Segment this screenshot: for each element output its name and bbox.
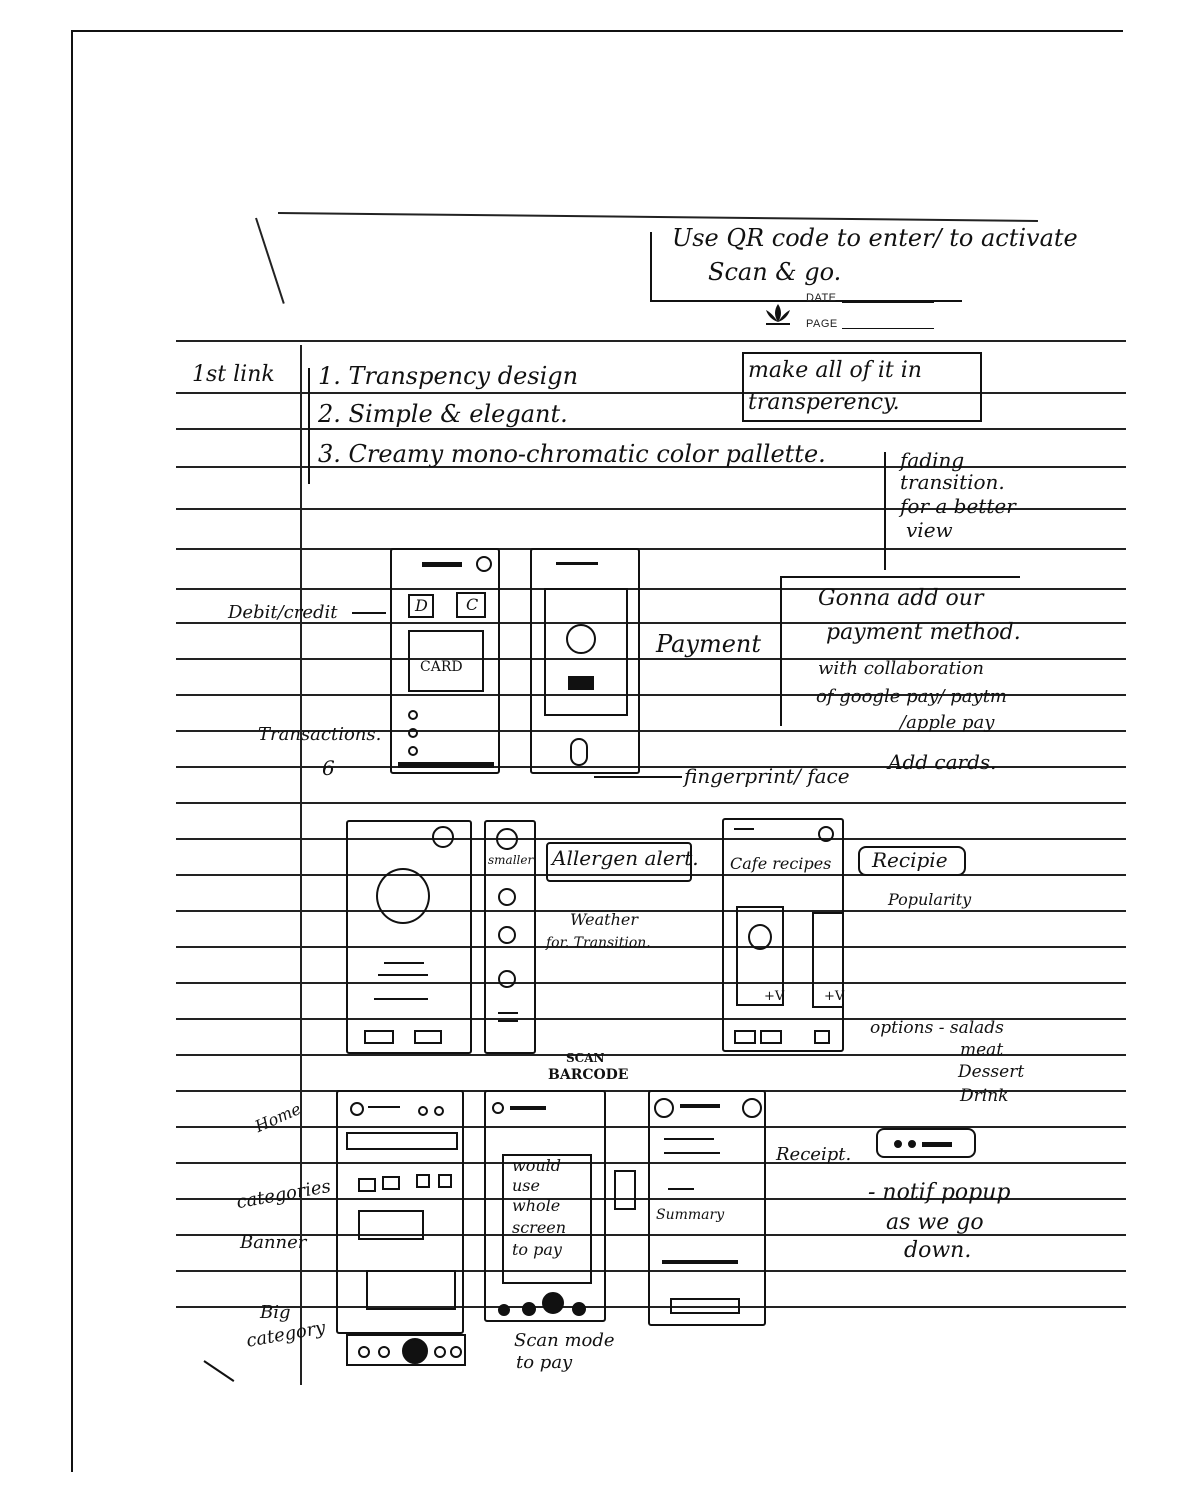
side-note-line2: transperency. (748, 390, 900, 415)
options-label-4: Drink (960, 1086, 1009, 1106)
receipt-phone-sketch (648, 1090, 766, 1326)
header-note-line2: Scan & go. (708, 258, 842, 286)
margin-line (300, 345, 302, 1385)
payment-note-2: payment method. (826, 620, 1021, 645)
card-icon-d: D (415, 596, 428, 615)
top-left-slant (255, 217, 285, 304)
allergen-box (546, 842, 692, 882)
options-label-1: options - salads (870, 1018, 1004, 1038)
side-note-box (742, 352, 982, 422)
fading-note-2: transition. (900, 470, 1005, 494)
number-6: 6 (322, 756, 335, 780)
payment-note-bracket (780, 576, 1020, 578)
payment-note-bracket-v (780, 576, 782, 726)
big-category-label-1: Big (260, 1302, 291, 1323)
page-label: PAGE (806, 318, 838, 330)
allergen-strip-sketch (484, 820, 536, 1054)
scan-mode-label-2: to pay (516, 1352, 573, 1373)
options-label-3: Dessert (958, 1062, 1025, 1082)
popularity-label: Popularity (888, 890, 972, 909)
notif-label-1: - notif popup (868, 1180, 1011, 1205)
notif-popup-sketch (876, 1128, 976, 1158)
recipe-label: Recipie (872, 848, 948, 872)
weather-label-1: Weather (570, 910, 638, 929)
receipt-label: Receipt. (776, 1144, 852, 1165)
first-link-item-2: 2. Simple & elegant. (318, 400, 568, 428)
barcode-icon-sketch (614, 1170, 636, 1210)
fingerprint-label: fingerprint/ face (684, 764, 850, 788)
page-line (842, 328, 934, 329)
payment-note-5: /apple pay (900, 712, 995, 733)
scan-barcode-label-2: BARCODE (548, 1067, 629, 1083)
scan-mode-label-1: Scan mode (514, 1330, 615, 1351)
weather-label-2: for. Transition. (546, 935, 651, 951)
fading-note-3: for a better (900, 494, 1016, 518)
home-label: Home (252, 1099, 304, 1137)
payment-note-1: Gonna add our (818, 586, 984, 611)
smaller-label: smaller (488, 853, 534, 867)
scan-barcode-label-1: SCAN (566, 1051, 605, 1065)
notif-label-3: down. (904, 1238, 972, 1263)
transactions-label: Transactions. (258, 724, 382, 745)
recipe-box (858, 846, 966, 876)
first-link-bracket (308, 368, 310, 484)
cafe-phone-sketch: +V +V (722, 818, 844, 1052)
debit-credit-label: Debit/credit (228, 602, 338, 623)
header-note-line1: Use QR code to enter/ to activate (672, 224, 1078, 252)
card-text: CARD (420, 659, 463, 675)
lotus-logo (760, 302, 796, 332)
card-icon-c: C (466, 595, 479, 614)
fingerprint-arrow (594, 776, 682, 778)
item-detail-phone-sketch (346, 820, 472, 1054)
allergen-alert: Allergen alert. (552, 846, 699, 870)
top-slant-line (277, 212, 1038, 222)
big-category-label-2: category (244, 1317, 327, 1352)
corner-mark (203, 1360, 235, 1382)
wallet-phone-sketch: D C CARD (390, 548, 500, 774)
payment-label: Payment (656, 630, 761, 658)
page-top-edge (71, 30, 1123, 32)
plus-v-2: +V (824, 989, 845, 1004)
summary-label: Summary (656, 1207, 725, 1223)
fading-bracket (884, 452, 886, 570)
would-use-2: use (512, 1176, 540, 1195)
fading-note-1: fading (900, 448, 965, 472)
header-note-box (650, 232, 962, 302)
first-link-label: 1st link (192, 362, 275, 387)
cafe-recipes-label: Cafe recipes (730, 854, 832, 873)
auth-phone-sketch (530, 548, 640, 774)
would-use-3: whole (512, 1196, 561, 1215)
payment-note-3: with collaboration (818, 658, 984, 679)
home-nav-bar-sketch (346, 1334, 466, 1366)
plus-v-1: +V (764, 989, 785, 1004)
first-link-item-3: 3. Creamy mono-chromatic color pallette. (318, 440, 826, 468)
would-use-5: to pay (512, 1240, 562, 1259)
payment-note-6: Add cards. (888, 750, 997, 774)
banner-label: Banner (240, 1232, 307, 1253)
side-note-line1: make all of it in (748, 358, 922, 383)
date-label: DATE (806, 292, 837, 304)
scan-phone-sketch: would use whole screen to pay (484, 1090, 606, 1322)
notif-label-2: as we go (886, 1210, 984, 1235)
date-line (842, 302, 934, 303)
would-use-4: screen (512, 1218, 567, 1237)
page-left-edge (71, 32, 73, 1472)
fading-note-4: view (906, 518, 953, 542)
payment-note-4: of google pay/ paytm (816, 686, 1008, 707)
categories-label: categories (234, 1175, 333, 1214)
first-link-item-1: 1. Transpency design (318, 362, 579, 390)
debit-arrow (352, 612, 386, 614)
would-use-1: would (512, 1156, 561, 1175)
options-label-2: meat (960, 1040, 1004, 1060)
home-phone-sketch (336, 1090, 464, 1334)
